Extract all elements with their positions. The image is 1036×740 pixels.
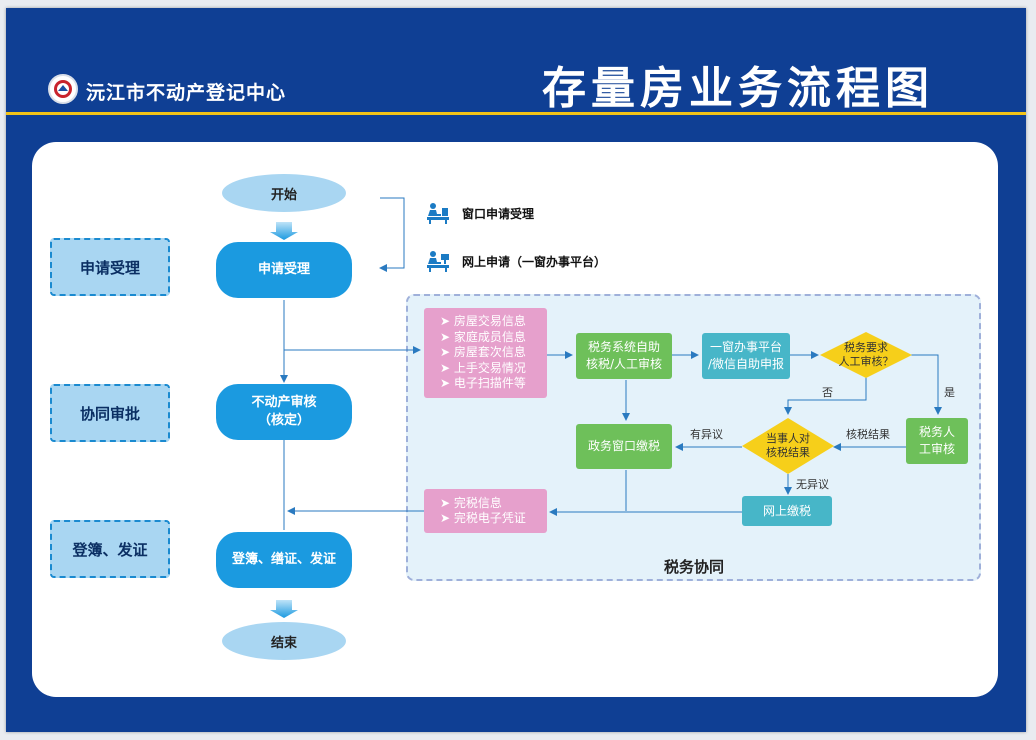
stage-registration-certificate: 登簿、发证 <box>50 520 170 578</box>
tax-region-title: 税务协同 <box>664 558 725 576</box>
register-certify-issue-step: 登簿、缮证、发证 <box>216 532 352 588</box>
window-tax-payment-step: 政务窗口缴税 <box>576 424 672 469</box>
manual-review-decision: 税务要求人工审核？ <box>820 332 912 378</box>
stage-collaborative-approval: 协同审批 <box>50 384 170 442</box>
start-node: 开始 <box>222 174 346 212</box>
service-desk-icon <box>427 203 449 224</box>
online-application-label: 网上申请（一窗办事平台） <box>462 254 607 269</box>
emblem-logo-icon <box>48 74 78 104</box>
big-flow-arrow-1 <box>270 222 298 240</box>
info-item: ➤ 房屋交易信息 <box>440 314 526 329</box>
label-yes: 是 <box>944 386 955 399</box>
organization-name: 沅江市不动产登记中心 <box>86 82 287 104</box>
page-title: 存量房业务流程图 <box>542 63 934 114</box>
tax-auto-review-step: 税务系统自助 核税/人工审核 <box>576 333 672 379</box>
online-service-icon <box>427 251 449 272</box>
info-item: ➤ 电子扫描件等 <box>440 376 526 391</box>
online-platform-step: 一窗办事平台 /微信自助申报 <box>702 333 790 379</box>
result-item: ➤ 完税信息 <box>440 495 502 510</box>
review-line-2: （核定） <box>257 413 310 428</box>
big-flow-arrow-2 <box>270 600 298 618</box>
label-no-objection: 无异议 <box>796 478 829 491</box>
real-estate-review-step: 不动产审核 （核定） <box>216 384 352 440</box>
label-has-objection: 有异议 <box>690 428 723 441</box>
label-no: 否 <box>822 386 833 399</box>
tax-manual-review-step: 税务人 工审核 <box>906 418 968 464</box>
info-item: ➤ 上手交易情况 <box>440 360 526 375</box>
label-tax-result: 核税结果 <box>846 428 890 441</box>
online-tax-payment-step: 网上缴税 <box>742 496 832 526</box>
apply-acceptance-step: 申请受理 <box>216 242 352 298</box>
review-line-1: 不动产审核 <box>251 395 317 410</box>
window-application-item: 窗口申请受理 <box>426 202 534 224</box>
result-item: ➤ 完税电子凭证 <box>440 511 526 525</box>
info-item: ➤ 房屋套次信息 <box>440 345 526 360</box>
header-divider <box>6 112 1026 115</box>
tax-result-box: ➤ 完税信息 ➤ 完税电子凭证 <box>424 489 547 533</box>
info-item: ➤ 家庭成员信息 <box>440 329 526 344</box>
transaction-info-box: ➤ 房屋交易信息 ➤ 家庭成员信息 ➤ 房屋套次信息 ➤ 上手交易情况 ➤ 电子… <box>424 308 547 398</box>
objection-decision: 当事人对核税结果 <box>742 418 834 474</box>
end-node: 结束 <box>222 622 346 660</box>
online-application-item: 网上申请（一窗办事平台） <box>426 250 606 272</box>
window-application-label: 窗口申请受理 <box>462 206 535 221</box>
stage-apply-acceptance: 申请受理 <box>50 238 170 296</box>
